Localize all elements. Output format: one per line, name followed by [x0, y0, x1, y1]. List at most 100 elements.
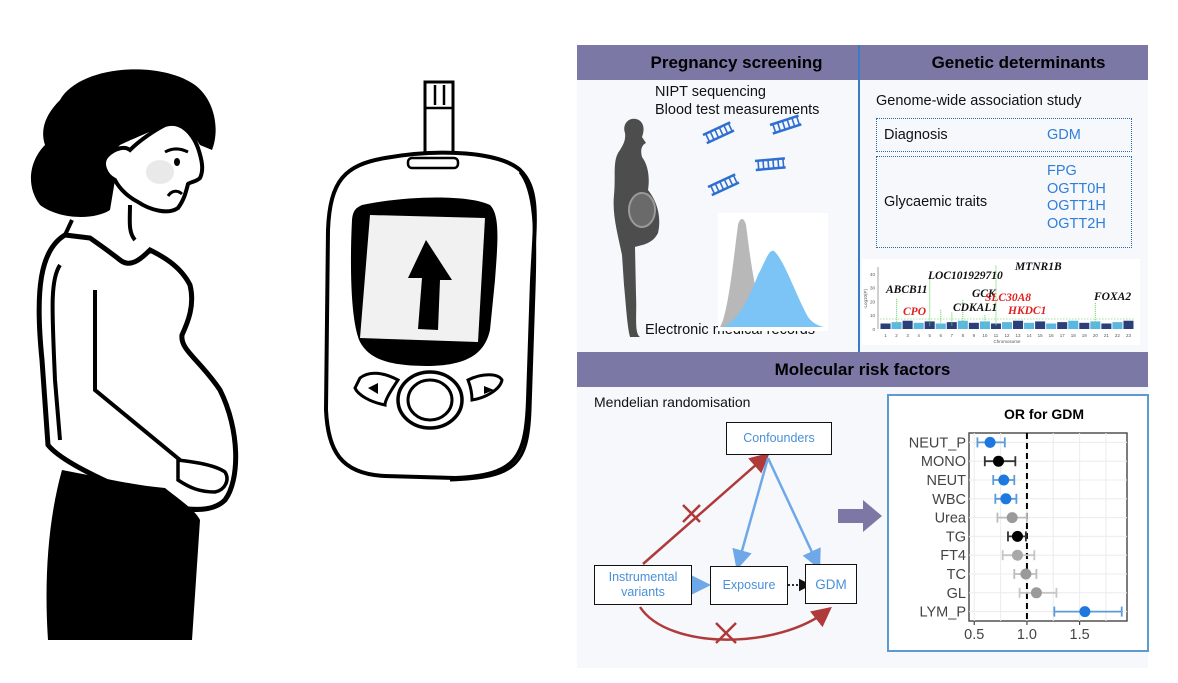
chromosome-label: 4	[917, 333, 920, 338]
chromosome-label: 21	[1104, 333, 1110, 338]
distribution-blue	[722, 250, 826, 327]
exposure-node: Exposure	[710, 566, 788, 605]
category-label: NEUT_P	[909, 435, 966, 451]
chromosome-label: 19	[1082, 333, 1088, 338]
confounders-label: Confounders	[743, 431, 815, 445]
gene-label-abcb11: ABCB11	[886, 284, 928, 296]
chromosome-block	[913, 322, 924, 329]
trait-ogtt1h: OGTT1H	[1047, 198, 1106, 214]
chromosome-label: 20	[1093, 333, 1099, 338]
x-axis-label: Chromosome	[993, 339, 1021, 344]
or-point	[1079, 606, 1091, 618]
chromosome-block	[979, 321, 990, 329]
or-point	[1000, 493, 1012, 505]
y-tick-label: 10	[870, 313, 876, 318]
y-tick-label: 20	[870, 299, 876, 304]
or-point	[1020, 568, 1032, 580]
dna-icons	[702, 114, 802, 197]
chromosome-label: 13	[1016, 333, 1022, 338]
panel-divider	[858, 45, 860, 353]
nipt-sequencing-label: NIPT sequencing	[655, 84, 766, 100]
chromosome-block	[1079, 322, 1090, 329]
molecular-risk-factors-title: Molecular risk factors	[774, 359, 951, 379]
category-label: LYM_P	[920, 605, 966, 621]
iv-to-gdm-arrow	[638, 606, 832, 641]
molecular-risk-factors-header: Molecular risk factors	[577, 352, 1148, 387]
pregnancy-screening-header: Pregnancy screening	[577, 45, 858, 80]
frown	[166, 189, 184, 197]
center-button	[406, 378, 454, 422]
category-label: WBC	[932, 492, 966, 508]
chromosome-label: 15	[1038, 333, 1044, 338]
x-tick-label: 1.5	[1070, 627, 1090, 643]
genetic-determinants-title: Genetic determinants	[931, 52, 1106, 72]
y-axis-label: -Log10(P)	[863, 288, 868, 309]
chromosome-block	[1068, 320, 1079, 329]
chromosome-label: 10	[982, 333, 988, 338]
gene-label-foxa2: FOXA2	[1094, 291, 1132, 303]
chromosome-block	[990, 323, 1001, 329]
pants	[46, 470, 200, 640]
diagnosis-label: Diagnosis	[884, 127, 948, 143]
forest-plot-title: OR for GDM	[1003, 406, 1085, 422]
y-tick-label: 0	[872, 327, 875, 332]
chromosome-block	[1013, 320, 1024, 329]
category-label: Urea	[935, 511, 967, 527]
x-tick-label: 0.5	[964, 627, 984, 643]
confounders-to-exposure-arrow	[732, 457, 770, 570]
gwas-label: Genome-wide association study	[876, 93, 1082, 109]
glucose-meter-illustration	[323, 80, 537, 482]
left-triangle-icon	[368, 383, 378, 394]
genetic-determinants-header: Genetic determinants	[859, 45, 1148, 80]
pregnant-silhouette-icon	[613, 118, 660, 337]
blocked-path-x-icon	[682, 504, 701, 523]
pregnant-woman-illustration	[30, 69, 239, 640]
chromosome-label: 1	[884, 333, 887, 338]
chromosome-label: 2	[895, 333, 898, 338]
right-triangle-icon	[484, 386, 494, 394]
up-arrow-icon	[408, 240, 452, 330]
trait-ogtt0h: OGTT0H	[1047, 180, 1106, 197]
chromosome-block	[1112, 322, 1123, 329]
gdm-label: GDM	[815, 576, 847, 592]
or-point	[1006, 512, 1018, 524]
exposure-label: Exposure	[722, 578, 776, 592]
eye	[174, 158, 180, 166]
pregnancy-screening-title: Pregnancy screening	[650, 52, 823, 72]
chromosome-label: 9	[973, 333, 976, 338]
cheek-blush	[146, 160, 174, 184]
chromosome-block	[1035, 321, 1046, 329]
trait-fpg: FPG	[1047, 163, 1077, 179]
flow-arrow-icon	[838, 500, 882, 532]
or-point	[992, 455, 1004, 467]
or-point	[1011, 530, 1023, 542]
test-strip	[423, 80, 455, 162]
chromosome-label: 14	[1027, 333, 1033, 338]
chromosome-label: 22	[1115, 333, 1121, 338]
gene-label-gck: GCK	[972, 288, 996, 300]
y-tick-label: 40	[870, 272, 876, 277]
category-label: MONO	[921, 454, 966, 470]
confounders-node: Confounders	[726, 422, 832, 455]
chromosome-block	[1057, 322, 1068, 329]
gene-label-loc101929710: LOC101929710	[928, 270, 1003, 282]
chromosome-label: 3	[906, 333, 909, 338]
mr-label: Mendelian randomisation	[594, 394, 751, 410]
blood-test-label: Blood test measurements	[655, 102, 820, 118]
chromosome-label: 11	[994, 333, 999, 338]
chromosome-block	[1123, 320, 1134, 329]
category-label: GL	[947, 586, 966, 602]
pregnancy-screening-graphics	[613, 114, 828, 337]
or-point	[998, 474, 1010, 486]
chromosome-block	[946, 322, 957, 329]
arm	[93, 290, 182, 462]
glycaemic-traits-list: FPG OGTT0H OGTT1H OGTT2H	[1047, 163, 1106, 233]
glycaemic-traits-label: Glycaemic traits	[884, 194, 988, 210]
chromosome-label: 12	[1004, 333, 1010, 338]
chromosome-block	[1024, 322, 1035, 329]
category-label: TG	[946, 529, 966, 545]
